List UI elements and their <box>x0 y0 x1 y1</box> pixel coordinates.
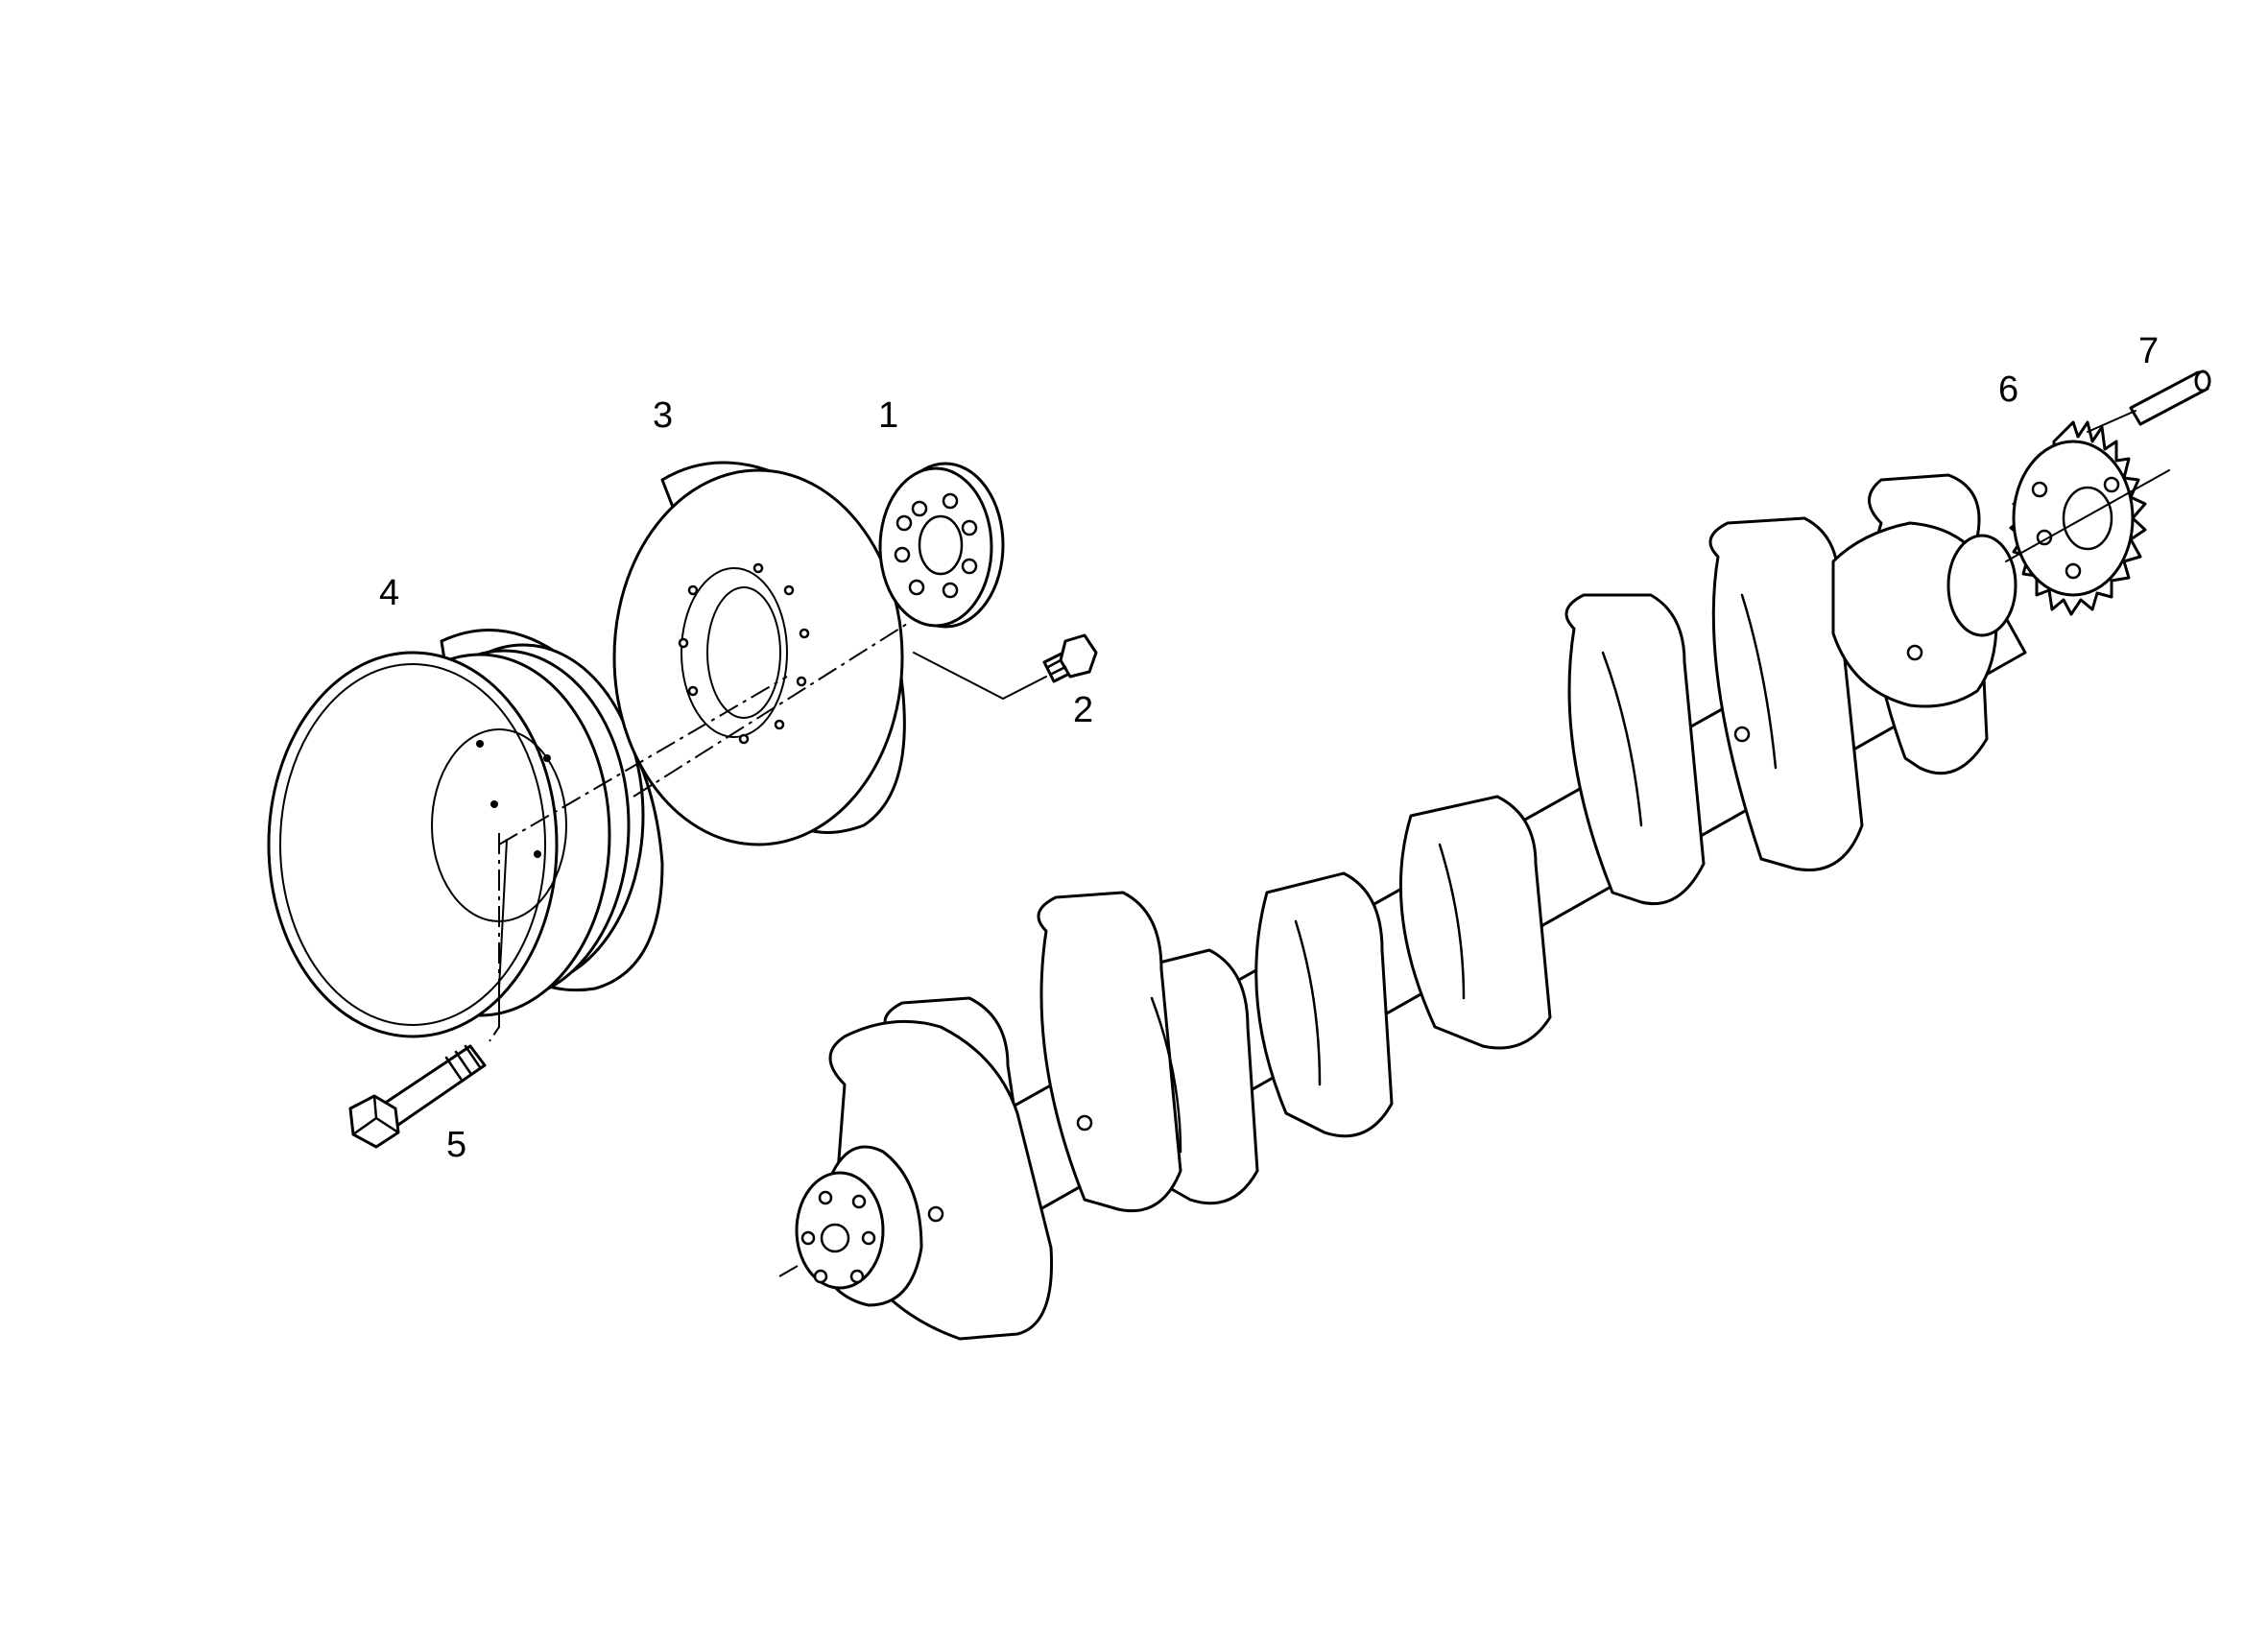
damper-face <box>612 468 904 846</box>
small-bolt-head <box>1059 633 1098 679</box>
callout-7: 7 <box>2138 331 2159 371</box>
axis-line-pulley-damper <box>498 676 788 846</box>
dowel-pin <box>2087 369 2211 433</box>
callout-6: 6 <box>1998 369 2018 410</box>
pulley-front-rim <box>267 651 559 1038</box>
assembly-axis-lines <box>489 623 1047 1042</box>
callout-5: 5 <box>446 1125 466 1165</box>
leader-line-bolt-5b <box>498 839 508 1028</box>
crankshaft <box>778 473 2027 1341</box>
spacer-plate <box>878 462 1005 629</box>
callout-2: 2 <box>1073 690 1093 730</box>
axis-line-pulley-plate <box>633 623 908 798</box>
crank-web-4 <box>1254 871 1394 1138</box>
long-bolt-shank <box>382 1044 487 1127</box>
crank-web-6 <box>1564 593 1706 906</box>
leader-line-bolt-2 <box>913 652 1047 701</box>
gear-bore <box>2062 486 2113 551</box>
timing-gear <box>2005 420 2170 616</box>
small-bolt <box>1042 633 1098 683</box>
pulley-inner-rim <box>279 663 546 1026</box>
vibration-damper <box>612 461 906 846</box>
crank-web-5 <box>1398 795 1552 1050</box>
callout-4: 4 <box>379 573 399 613</box>
crank-web-7 <box>1708 516 1864 871</box>
callout-1: 1 <box>878 395 898 436</box>
rear-end-face <box>1946 534 2017 637</box>
damper-bore <box>680 567 788 738</box>
callout-3: 3 <box>653 395 673 436</box>
gear-axis-line <box>2005 469 2170 562</box>
v-belt-pulley <box>267 628 664 1038</box>
crank-web-2 <box>1037 891 1182 1213</box>
long-bolt <box>348 1044 487 1149</box>
